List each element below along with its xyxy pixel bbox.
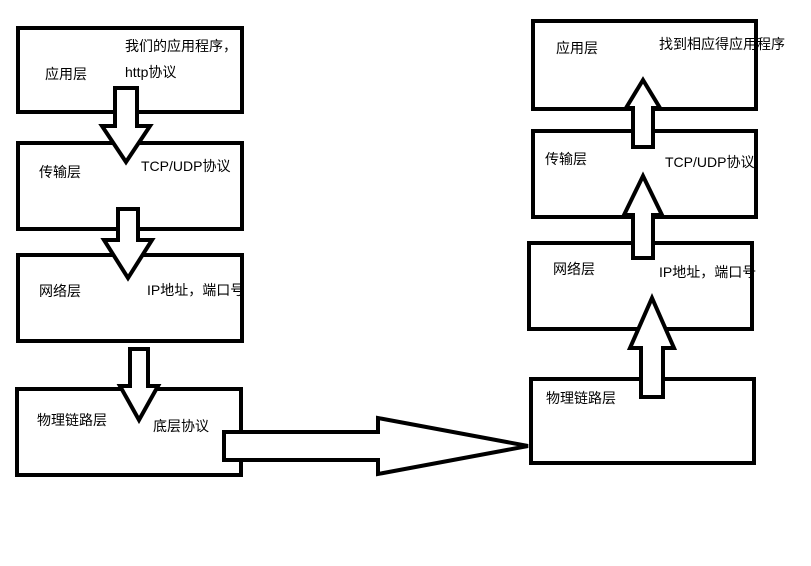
left-physical-layer-name: 物理链路层 (37, 412, 107, 428)
up-arrow-physical-to-network (626, 293, 678, 399)
right-arrow-physical-transmission (222, 415, 529, 477)
left-network-note: IP地址，端口号 (147, 282, 244, 298)
left-application-note-line2: http协议 (125, 64, 176, 80)
right-network-layer-name: 网络层 (553, 261, 595, 277)
down-arrow-transport-to-network (100, 207, 156, 282)
right-network-note: IP地址，端口号 (659, 264, 756, 280)
down-arrow-application-to-transport (98, 86, 154, 166)
left-network-layer-name: 网络层 (39, 283, 81, 299)
left-application-layer-name: 应用层 (45, 66, 87, 82)
down-arrow-network-to-physical (116, 347, 162, 425)
right-transport-note: TCP/UDP协议 (665, 154, 754, 170)
left-physical-note: 底层协议 (153, 418, 209, 434)
right-physical-layer-name: 物理链路层 (546, 390, 616, 406)
up-arrow-transport-to-application (622, 76, 664, 149)
right-application-layer-name: 应用层 (556, 40, 598, 56)
left-transport-layer-name: 传输层 (39, 164, 81, 180)
up-arrow-network-to-transport (620, 171, 666, 260)
left-application-note-line1: 我们的应用程序， (125, 38, 237, 54)
left-transport-note: TCP/UDP协议 (141, 158, 230, 174)
right-application-note: 找到相应得应用程序 (659, 36, 785, 52)
right-transport-layer-name: 传输层 (545, 151, 587, 167)
